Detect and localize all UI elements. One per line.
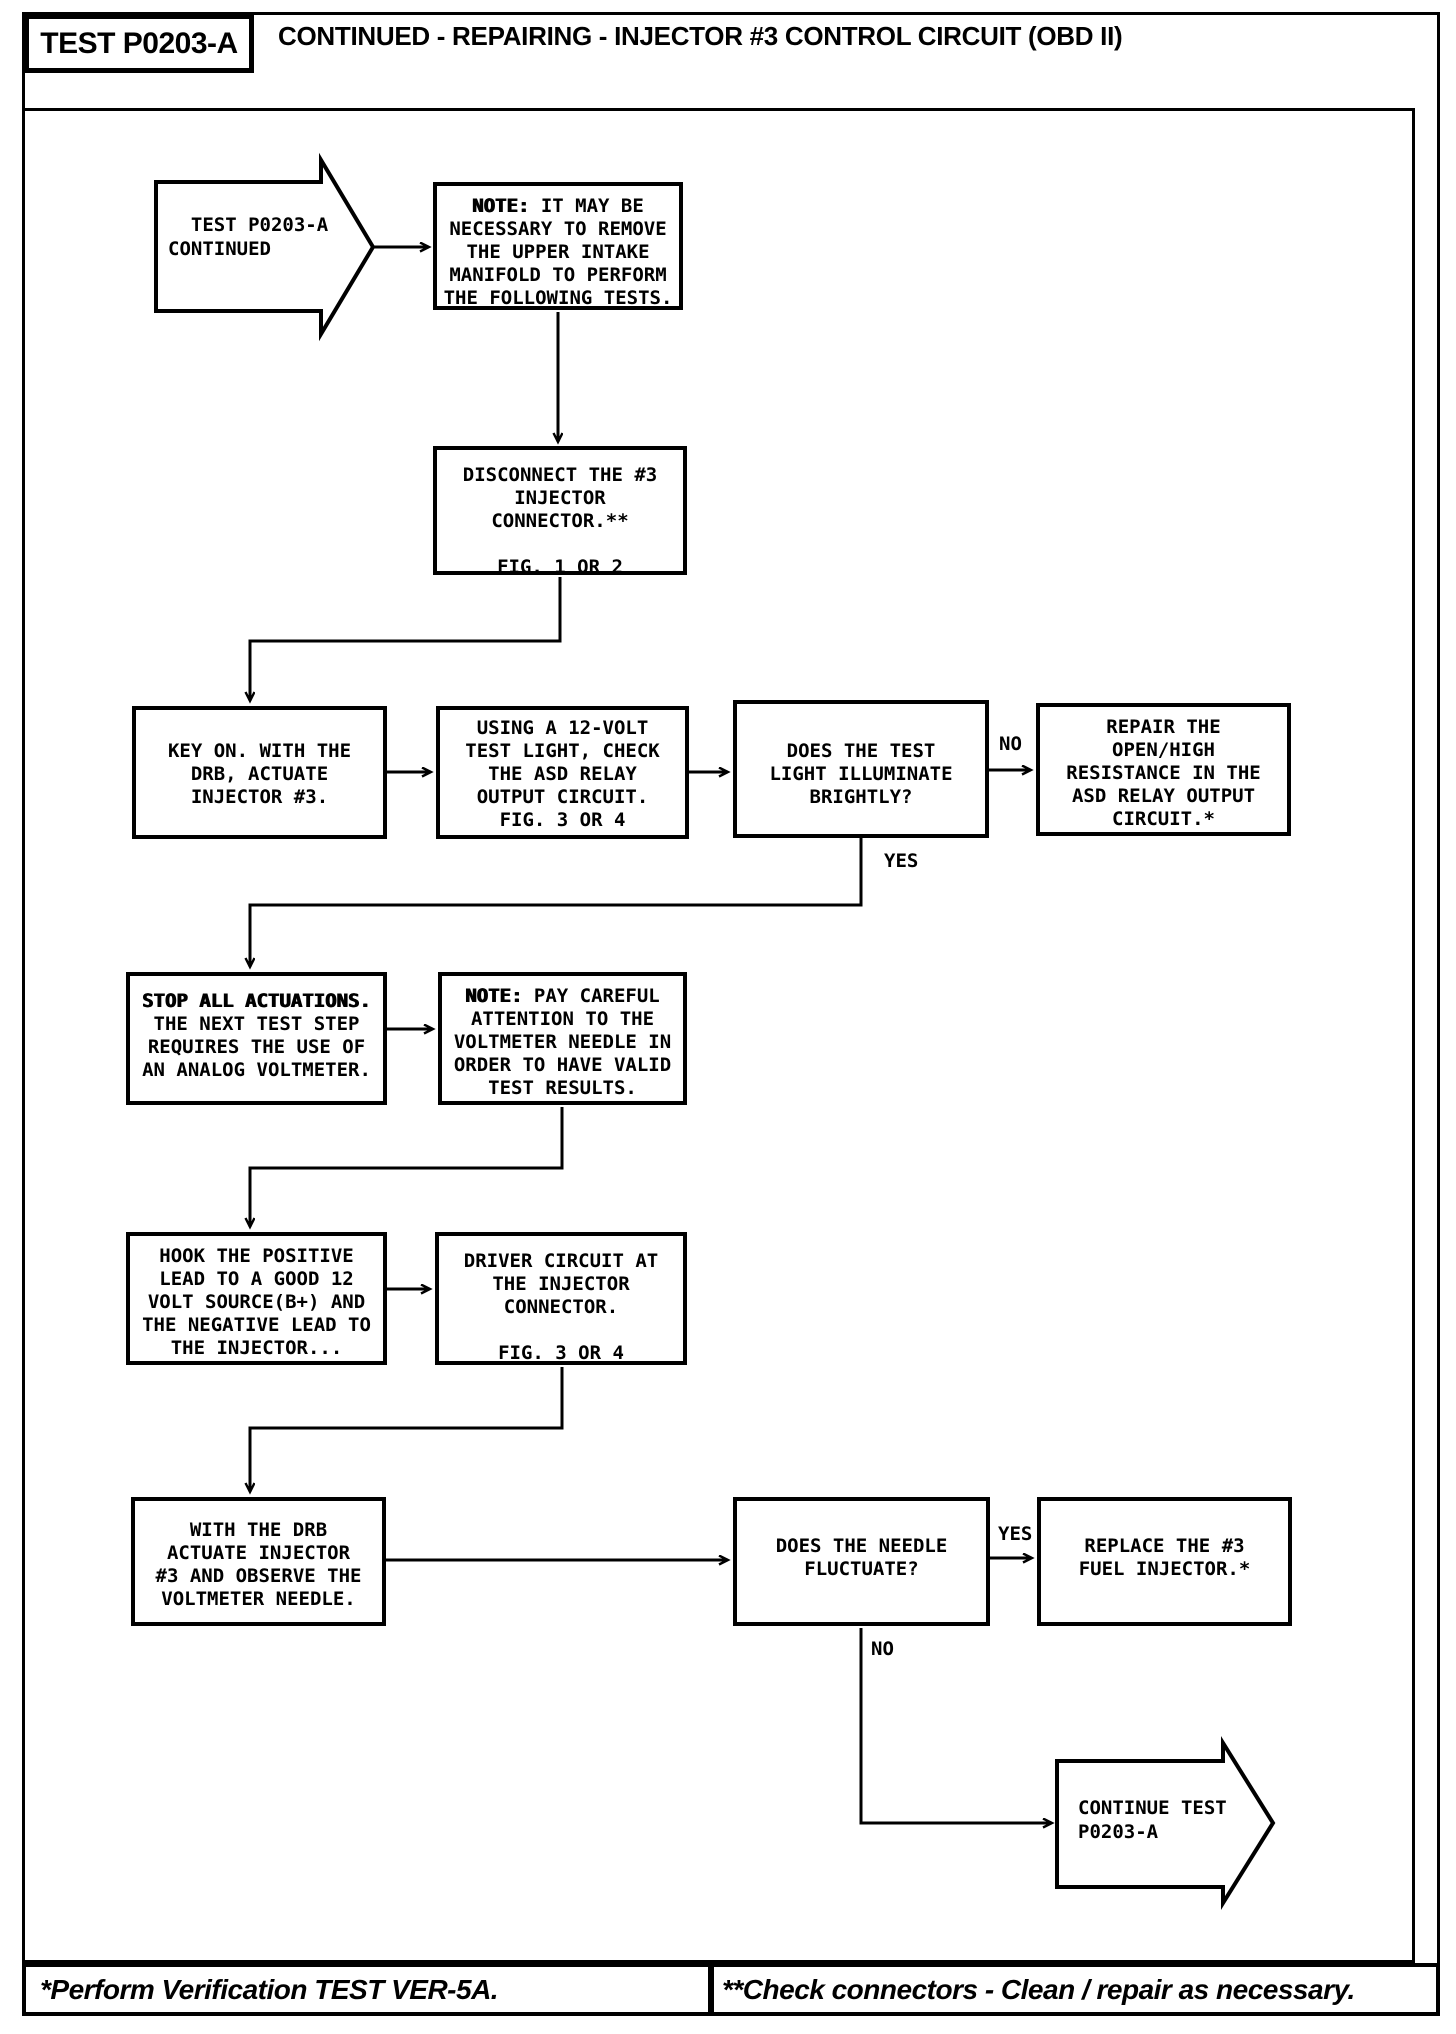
flowchart-decision-needle-fluctuate: DOES THE NEEDLE FLUCTUATE? [733,1497,990,1626]
connector-note2-to-hook [250,1107,564,1227]
connector-qneedle-no-to-continue [859,1628,1052,1823]
flowchart-box-observe-needle: WITH THE DRB ACTUATE INJECTOR #3 AND OBS… [131,1497,386,1626]
note1-emphasis: NOTE: [472,195,530,217]
connector-driver-to-withdrb [250,1367,564,1492]
flowchart-box-stop-actuations: STOP ALL ACTUATIONS. THE NEXT TEST STEP … [126,972,387,1105]
footer-note-verification: *Perform Verification TEST VER-5A. [22,1963,712,2016]
branch-label-yes-1: YES [882,850,921,873]
continue-node-label: CONTINUE TEST P0203-A [1078,1797,1227,1843]
footer-note-check-connectors: **Check connectors - Clean / repair as n… [710,1963,1440,2016]
note2-emphasis: NOTE: [465,985,523,1007]
flowchart-box-key-on-actuate: KEY ON. WITH THE DRB, ACTUATE INJECTOR #… [132,706,387,839]
note1-text: IT MAY BE NECESSARY TO REMOVE THE UPPER … [443,195,673,309]
flowchart-box-disconnect-injector: DISCONNECT THE #3 INJECTOR CONNECTOR.** … [433,446,687,578]
test-id-box: TEST P0203-A [24,14,254,73]
connector-qlight-yes-to-stop [250,838,863,967]
start-node-label: TEST P0203-A CONTINUED [168,214,329,260]
start-arrow-shape [154,152,376,342]
flowchart-box-test-light-check: USING A 12-VOLT TEST LIGHT, CHECK THE AS… [436,706,689,839]
continue-arrow-shape [1055,1736,1276,1910]
flowchart-box-note-remove-manifold: NOTE: IT MAY BE NECESSARY TO REMOVE THE … [433,182,683,310]
flowchart-box-hook-leads: HOOK THE POSITIVE LEAD TO A GOOD 12 VOLT… [126,1232,387,1365]
flowchart-box-replace-injector: REPLACE THE #3 FUEL INJECTOR.* [1037,1497,1292,1626]
connector-disconnect-to-keyon [250,577,562,701]
test-id-label: TEST P0203-A [40,26,238,60]
flowchart-box-repair-asd-circuit: REPAIR THE OPEN/HIGH RESISTANCE IN THE A… [1036,703,1291,836]
flowchart-box-driver-circuit: DRIVER CIRCUIT AT THE INJECTOR CONNECTOR… [435,1232,687,1365]
stop-text: THE NEXT TEST STEP REQUIRES THE USE OF A… [142,1013,371,1081]
note2-text: PAY CAREFUL ATTENTION TO THE VOLTMETER N… [453,985,672,1099]
flowchart-decision-light-illuminate: DOES THE TEST LIGHT ILLUMINATE BRIGHTLY? [733,700,989,838]
main-content-border [22,108,1415,1963]
flowchart-box-note-voltmeter-needle: NOTE: PAY CAREFUL ATTENTION TO THE VOLTM… [438,972,687,1105]
branch-label-yes-2: YES [996,1523,1035,1546]
stop-emphasis: STOP ALL ACTUATIONS. [142,990,371,1012]
branch-label-no-2: NO [869,1638,896,1661]
page-title: CONTINUED - REPAIRING - INJECTOR #3 CONT… [278,21,1123,51]
branch-label-no-1: NO [997,733,1024,756]
